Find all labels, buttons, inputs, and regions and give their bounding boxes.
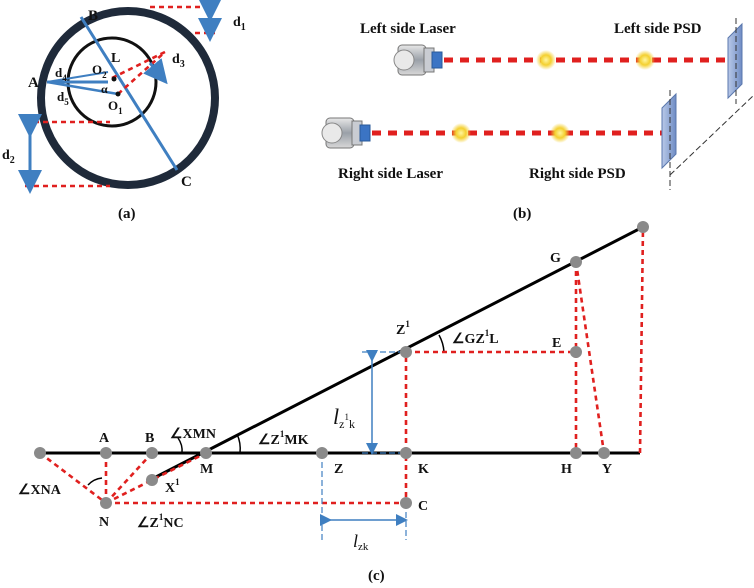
incline-line xyxy=(149,225,644,482)
node-n xyxy=(100,497,112,509)
label-alpha: α xyxy=(101,82,108,96)
measure-lz1k: lz1k xyxy=(333,404,355,431)
angle-xna: ∠XNA xyxy=(18,483,62,498)
spark-icon xyxy=(550,123,570,143)
node-top xyxy=(637,221,649,233)
node-z1 xyxy=(400,346,412,358)
label-x1: X1 xyxy=(165,477,180,496)
d3-arrow xyxy=(143,58,168,85)
panel-b: Left side Laser Left side PSD Right side… xyxy=(321,18,754,222)
label-a: A xyxy=(28,75,39,91)
left-laser-icon xyxy=(393,44,443,76)
node-k xyxy=(400,447,412,459)
node-b xyxy=(146,447,158,459)
angle-xmn: ∠XMN xyxy=(170,427,216,442)
left-psd-label: Left side PSD xyxy=(614,21,702,37)
label-d4: d4 xyxy=(55,65,67,83)
label-z: Z xyxy=(334,462,343,477)
label-e: E xyxy=(552,336,561,351)
right-psd-label: Right side PSD xyxy=(529,166,626,182)
node-x1 xyxy=(146,474,158,486)
angle-z1mk: ∠Z1MK xyxy=(258,429,309,448)
node-z xyxy=(316,447,328,459)
spark-icon xyxy=(451,123,471,143)
label-b: B xyxy=(145,431,154,446)
label-h: H xyxy=(561,462,572,477)
angle-z1nc: ∠Z1NC xyxy=(137,512,184,531)
label-a: A xyxy=(99,431,110,446)
right-psd-plate xyxy=(661,92,677,170)
right-laser-label: Right side Laser xyxy=(338,166,443,182)
label-o1: O1 xyxy=(108,98,123,116)
node-c xyxy=(400,497,412,509)
left-laser-label: Left side Laser xyxy=(360,21,456,37)
caption-b: (b) xyxy=(513,206,531,222)
node xyxy=(34,447,46,459)
label-c: C xyxy=(181,174,192,190)
label-g: G xyxy=(550,251,561,266)
label-m: M xyxy=(200,462,213,477)
label-o2: O2 xyxy=(92,62,107,80)
label-d3: d3 xyxy=(172,52,185,70)
line-bc xyxy=(79,16,179,171)
label-n: N xyxy=(99,515,109,530)
node-a xyxy=(100,447,112,459)
spark-icon xyxy=(536,50,556,70)
angle-gz1l: ∠GZ1L xyxy=(452,328,499,347)
panel-c: A B M Z K H Y N C E G X1 Z1 ∠XNA ∠XMN ∠Z… xyxy=(18,221,649,584)
right-laser-icon xyxy=(321,117,371,149)
caption-c: (c) xyxy=(368,568,385,584)
label-c: C xyxy=(418,499,428,514)
label-k: K xyxy=(418,462,429,477)
label-y: Y xyxy=(602,462,612,477)
outer-ring xyxy=(37,7,219,189)
label-b: B xyxy=(88,8,98,24)
node-e xyxy=(570,346,582,358)
node-y xyxy=(598,447,610,459)
label-z1: Z1 xyxy=(396,319,410,338)
node-m xyxy=(200,447,212,459)
measure-lzk: lzk xyxy=(353,531,369,553)
panel-a: B A C L O2 O1 α d4 d5 d3 d1 d2 (a) xyxy=(2,0,246,222)
node-g xyxy=(570,256,582,268)
left-psd-plate xyxy=(727,22,743,100)
label-d2: d2 xyxy=(2,148,15,166)
label-d1: d1 xyxy=(233,15,246,33)
spark-icon xyxy=(635,50,655,70)
label-d5: d5 xyxy=(57,89,69,107)
caption-a: (a) xyxy=(118,206,136,222)
node-h xyxy=(570,447,582,459)
label-l: L xyxy=(111,51,120,66)
